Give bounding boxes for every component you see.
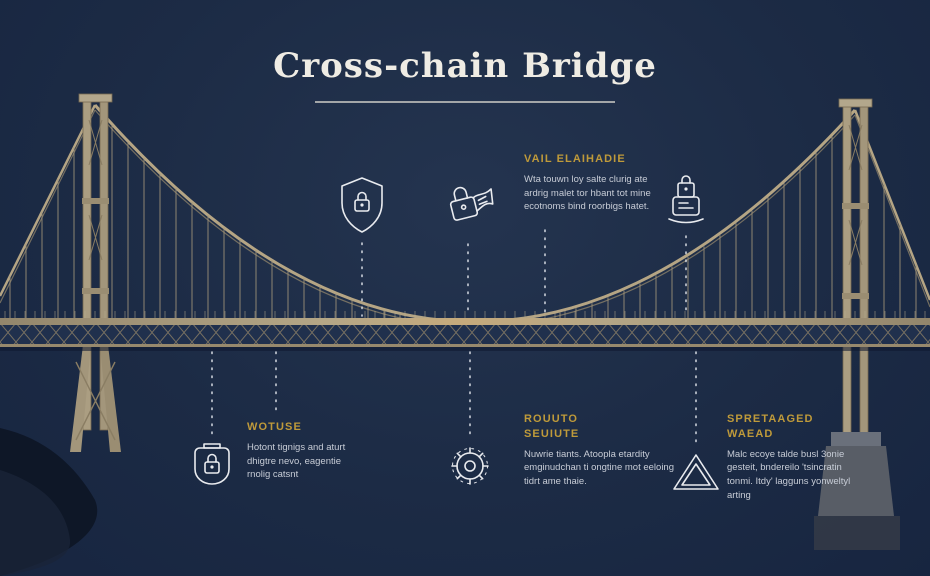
callout-validation-body: Wta touwn loy salte clurig ate ardrig ma…: [524, 173, 651, 213]
callout-spread-body: Malc ecoye talde busl 3onie gesteit, bnd…: [727, 448, 851, 501]
callout-spread-heading: SPRETAAGED WAEAD: [727, 413, 814, 440]
padlock-banner-icon: [436, 172, 500, 241]
callout-wotuse-body: Hotont tignigs and aturt dhigtre nevo, e…: [247, 441, 346, 481]
gear-icon: [442, 438, 498, 499]
right-tower: [838, 98, 873, 436]
tag-lock-icon: [186, 438, 238, 503]
callout-routing-body: Nuwrie tiants. Atoopla etardity emginudc…: [524, 448, 674, 488]
shoreline-rocks: [0, 428, 98, 576]
title-underline: [315, 101, 615, 103]
page-title: Cross-chain Bridge: [273, 46, 657, 86]
callout-validation: VAIL ELAIHADIE Wta touwn loy salte cluri…: [524, 152, 656, 214]
bridge-deck: [0, 311, 930, 351]
bridge-pier: [814, 432, 900, 550]
callout-validation-heading: VAIL ELAIHADIE: [524, 153, 626, 165]
callout-routing: ROUUTO SEUIUTE Nuwrie tiants. Atoopla et…: [524, 412, 692, 489]
warning-triangle-icon: [670, 450, 722, 501]
shield-lock-icon: [332, 173, 392, 242]
callout-spread: SPRETAAGED WAEAD Malc ecoye talde busl 3…: [727, 412, 865, 503]
left-tower: [70, 93, 121, 452]
callout-wotuse: WOTUSE Hotont tignigs and aturt dhigtre …: [247, 420, 365, 482]
callout-wotuse-heading: WOTUSE: [247, 421, 302, 433]
dotted-connector-lines: [211, 229, 697, 447]
callout-routing-heading: ROUUTO SEUIUTE: [524, 413, 580, 440]
document-lock-icon: [660, 170, 712, 233]
